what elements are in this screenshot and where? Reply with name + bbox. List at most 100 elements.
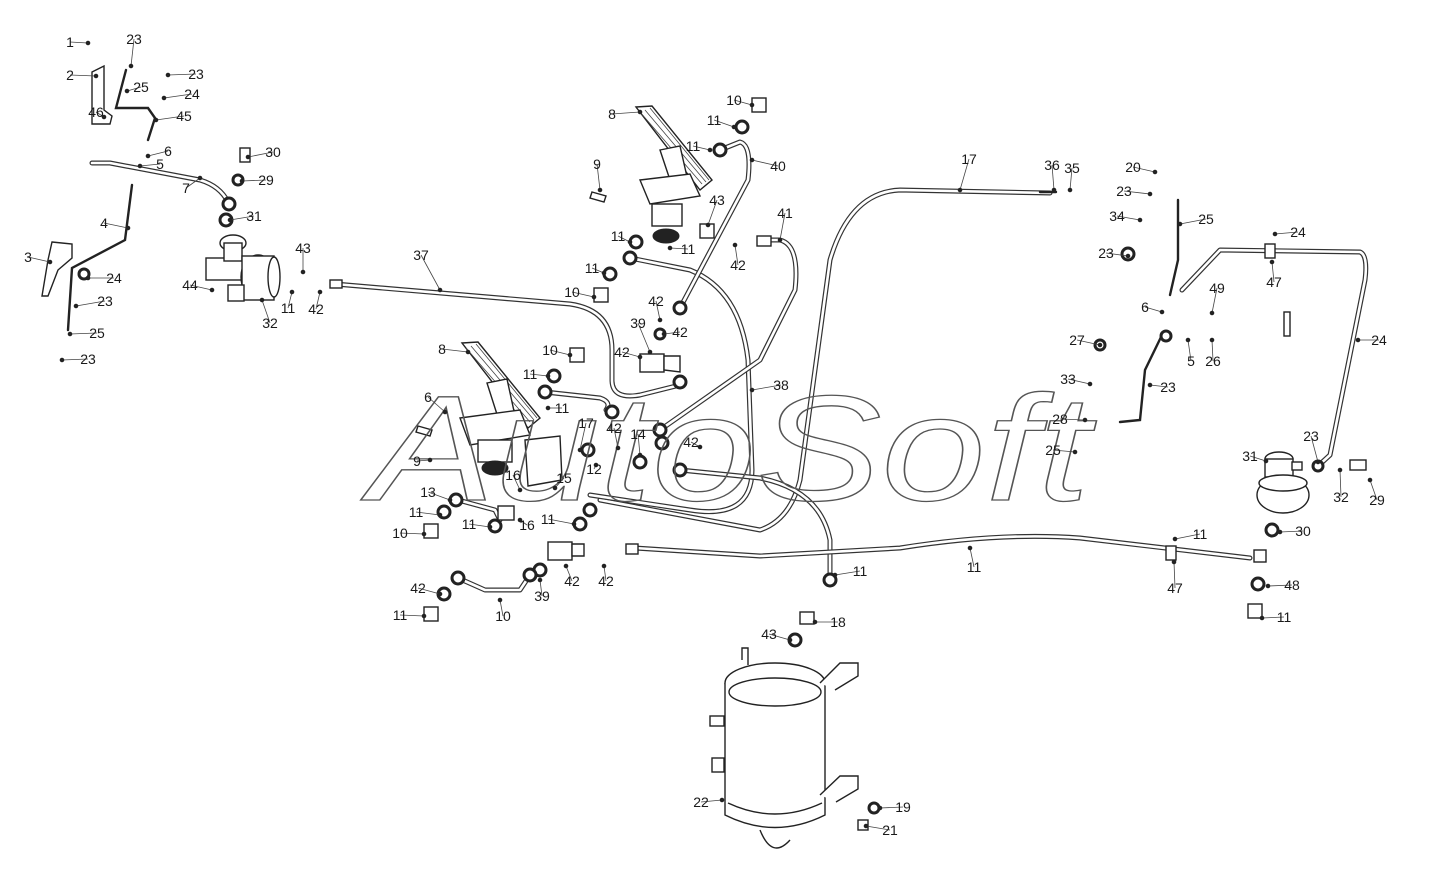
brake-pedal-upper-icon bbox=[589, 105, 713, 244]
leader-dot bbox=[732, 242, 738, 248]
leader-dot bbox=[1152, 169, 1158, 175]
callout-label: 6 bbox=[164, 143, 172, 159]
callout-label: 36 bbox=[1044, 157, 1060, 173]
leader-line bbox=[734, 244, 739, 266]
leader-dot bbox=[1185, 337, 1191, 343]
leader-dot bbox=[1171, 559, 1177, 565]
leader-line bbox=[621, 351, 641, 358]
leader-dot bbox=[421, 613, 427, 619]
leader-line bbox=[669, 247, 689, 250]
leader-line bbox=[1211, 287, 1218, 314]
leader-line bbox=[1132, 166, 1156, 173]
callout-label: 43 bbox=[295, 240, 311, 256]
callout-label: 1 bbox=[66, 34, 74, 50]
callout-label: 43 bbox=[761, 626, 777, 642]
leader-dot bbox=[749, 157, 755, 163]
leader-line bbox=[512, 474, 521, 491]
leader-dot bbox=[47, 259, 53, 265]
leader-dot bbox=[1137, 217, 1143, 223]
leader-dot bbox=[209, 287, 215, 293]
callout-label: 14 bbox=[630, 426, 646, 442]
callout-label: 11 bbox=[611, 228, 626, 244]
callout-label: 39 bbox=[630, 315, 646, 331]
callout-label: 10 bbox=[726, 92, 742, 108]
leader-line bbox=[865, 825, 891, 831]
callout-label: 25 bbox=[1198, 211, 1214, 227]
leader-dot bbox=[1263, 458, 1269, 464]
callout-label: 42 bbox=[614, 344, 630, 360]
callout-label: 39 bbox=[534, 588, 550, 604]
callout-label: 31 bbox=[1242, 448, 1258, 464]
leader-line bbox=[1249, 455, 1267, 462]
callout-label: 11 bbox=[541, 511, 556, 527]
leader-dot bbox=[59, 357, 65, 363]
callout-label: 30 bbox=[265, 144, 281, 160]
leader-line bbox=[549, 349, 571, 356]
callout-label: 25 bbox=[89, 325, 105, 341]
callout-label: 23 bbox=[97, 293, 113, 309]
leader-line bbox=[637, 433, 641, 456]
callout-label: 24 bbox=[1290, 224, 1306, 240]
leader-line bbox=[69, 41, 89, 44]
callout-label: 23 bbox=[188, 66, 204, 82]
leader-line bbox=[241, 179, 267, 182]
callout-label: 42 bbox=[308, 301, 324, 317]
leader-dot bbox=[661, 331, 667, 337]
air-tank-icon bbox=[709, 647, 859, 849]
leader-line bbox=[1187, 339, 1192, 362]
callout-label: 6 bbox=[1141, 299, 1149, 315]
leader-dot bbox=[128, 63, 134, 69]
leader-dot bbox=[1277, 529, 1283, 535]
leader-line bbox=[611, 111, 641, 115]
leader-line bbox=[1123, 190, 1151, 195]
leader-dot bbox=[1259, 615, 1265, 621]
leader-dot bbox=[67, 331, 73, 337]
leader-line bbox=[1271, 261, 1275, 283]
leader-line bbox=[1149, 384, 1169, 388]
callout-label: 20 bbox=[1125, 159, 1141, 175]
leader-dot bbox=[1097, 342, 1103, 348]
leader-dot bbox=[239, 178, 245, 184]
callout-label: 46 bbox=[88, 104, 104, 120]
leader-dot bbox=[101, 114, 107, 120]
leader-line bbox=[130, 38, 135, 67]
callout-label: 24 bbox=[106, 270, 122, 286]
leader-dot bbox=[637, 354, 643, 360]
callout-label: 11 bbox=[281, 300, 296, 316]
leader-dot bbox=[1087, 381, 1093, 387]
leader-line bbox=[1274, 231, 1299, 235]
leader-dot bbox=[697, 444, 703, 450]
leader-dot bbox=[1067, 187, 1073, 193]
leader-line bbox=[1144, 306, 1163, 313]
callout-label: 8 bbox=[438, 341, 446, 357]
leader-dot bbox=[437, 287, 443, 293]
callout-label: 42 bbox=[606, 420, 622, 436]
callout-label: 32 bbox=[1333, 489, 1349, 505]
callout-label: 40 bbox=[770, 158, 786, 174]
leader-line bbox=[163, 93, 193, 99]
leader-dot bbox=[85, 40, 91, 46]
leader-line bbox=[468, 523, 491, 528]
leader-dot bbox=[591, 294, 597, 300]
leader-line bbox=[663, 331, 681, 335]
callout-label: 27 bbox=[1069, 332, 1085, 348]
leader-line bbox=[420, 254, 441, 291]
callout-label: 23 bbox=[1116, 183, 1132, 199]
callout-label: 11 bbox=[393, 607, 408, 623]
leader-line bbox=[69, 332, 98, 335]
leader-dot bbox=[957, 187, 963, 193]
leader-dot bbox=[657, 317, 663, 323]
leader-dot bbox=[259, 297, 265, 303]
leader-line bbox=[287, 291, 293, 309]
leader-line bbox=[126, 86, 142, 92]
callout-label: 5 bbox=[1187, 353, 1195, 369]
callout-label: 18 bbox=[830, 614, 846, 630]
leader-dot bbox=[601, 563, 607, 569]
callout-label: 11 bbox=[707, 112, 722, 128]
watermark: AutoSoft bbox=[360, 364, 1097, 532]
callout-label: 5 bbox=[156, 156, 164, 172]
callout-label: 42 bbox=[410, 580, 426, 596]
leader-dot bbox=[85, 275, 91, 281]
leader-dot bbox=[1082, 417, 1088, 423]
